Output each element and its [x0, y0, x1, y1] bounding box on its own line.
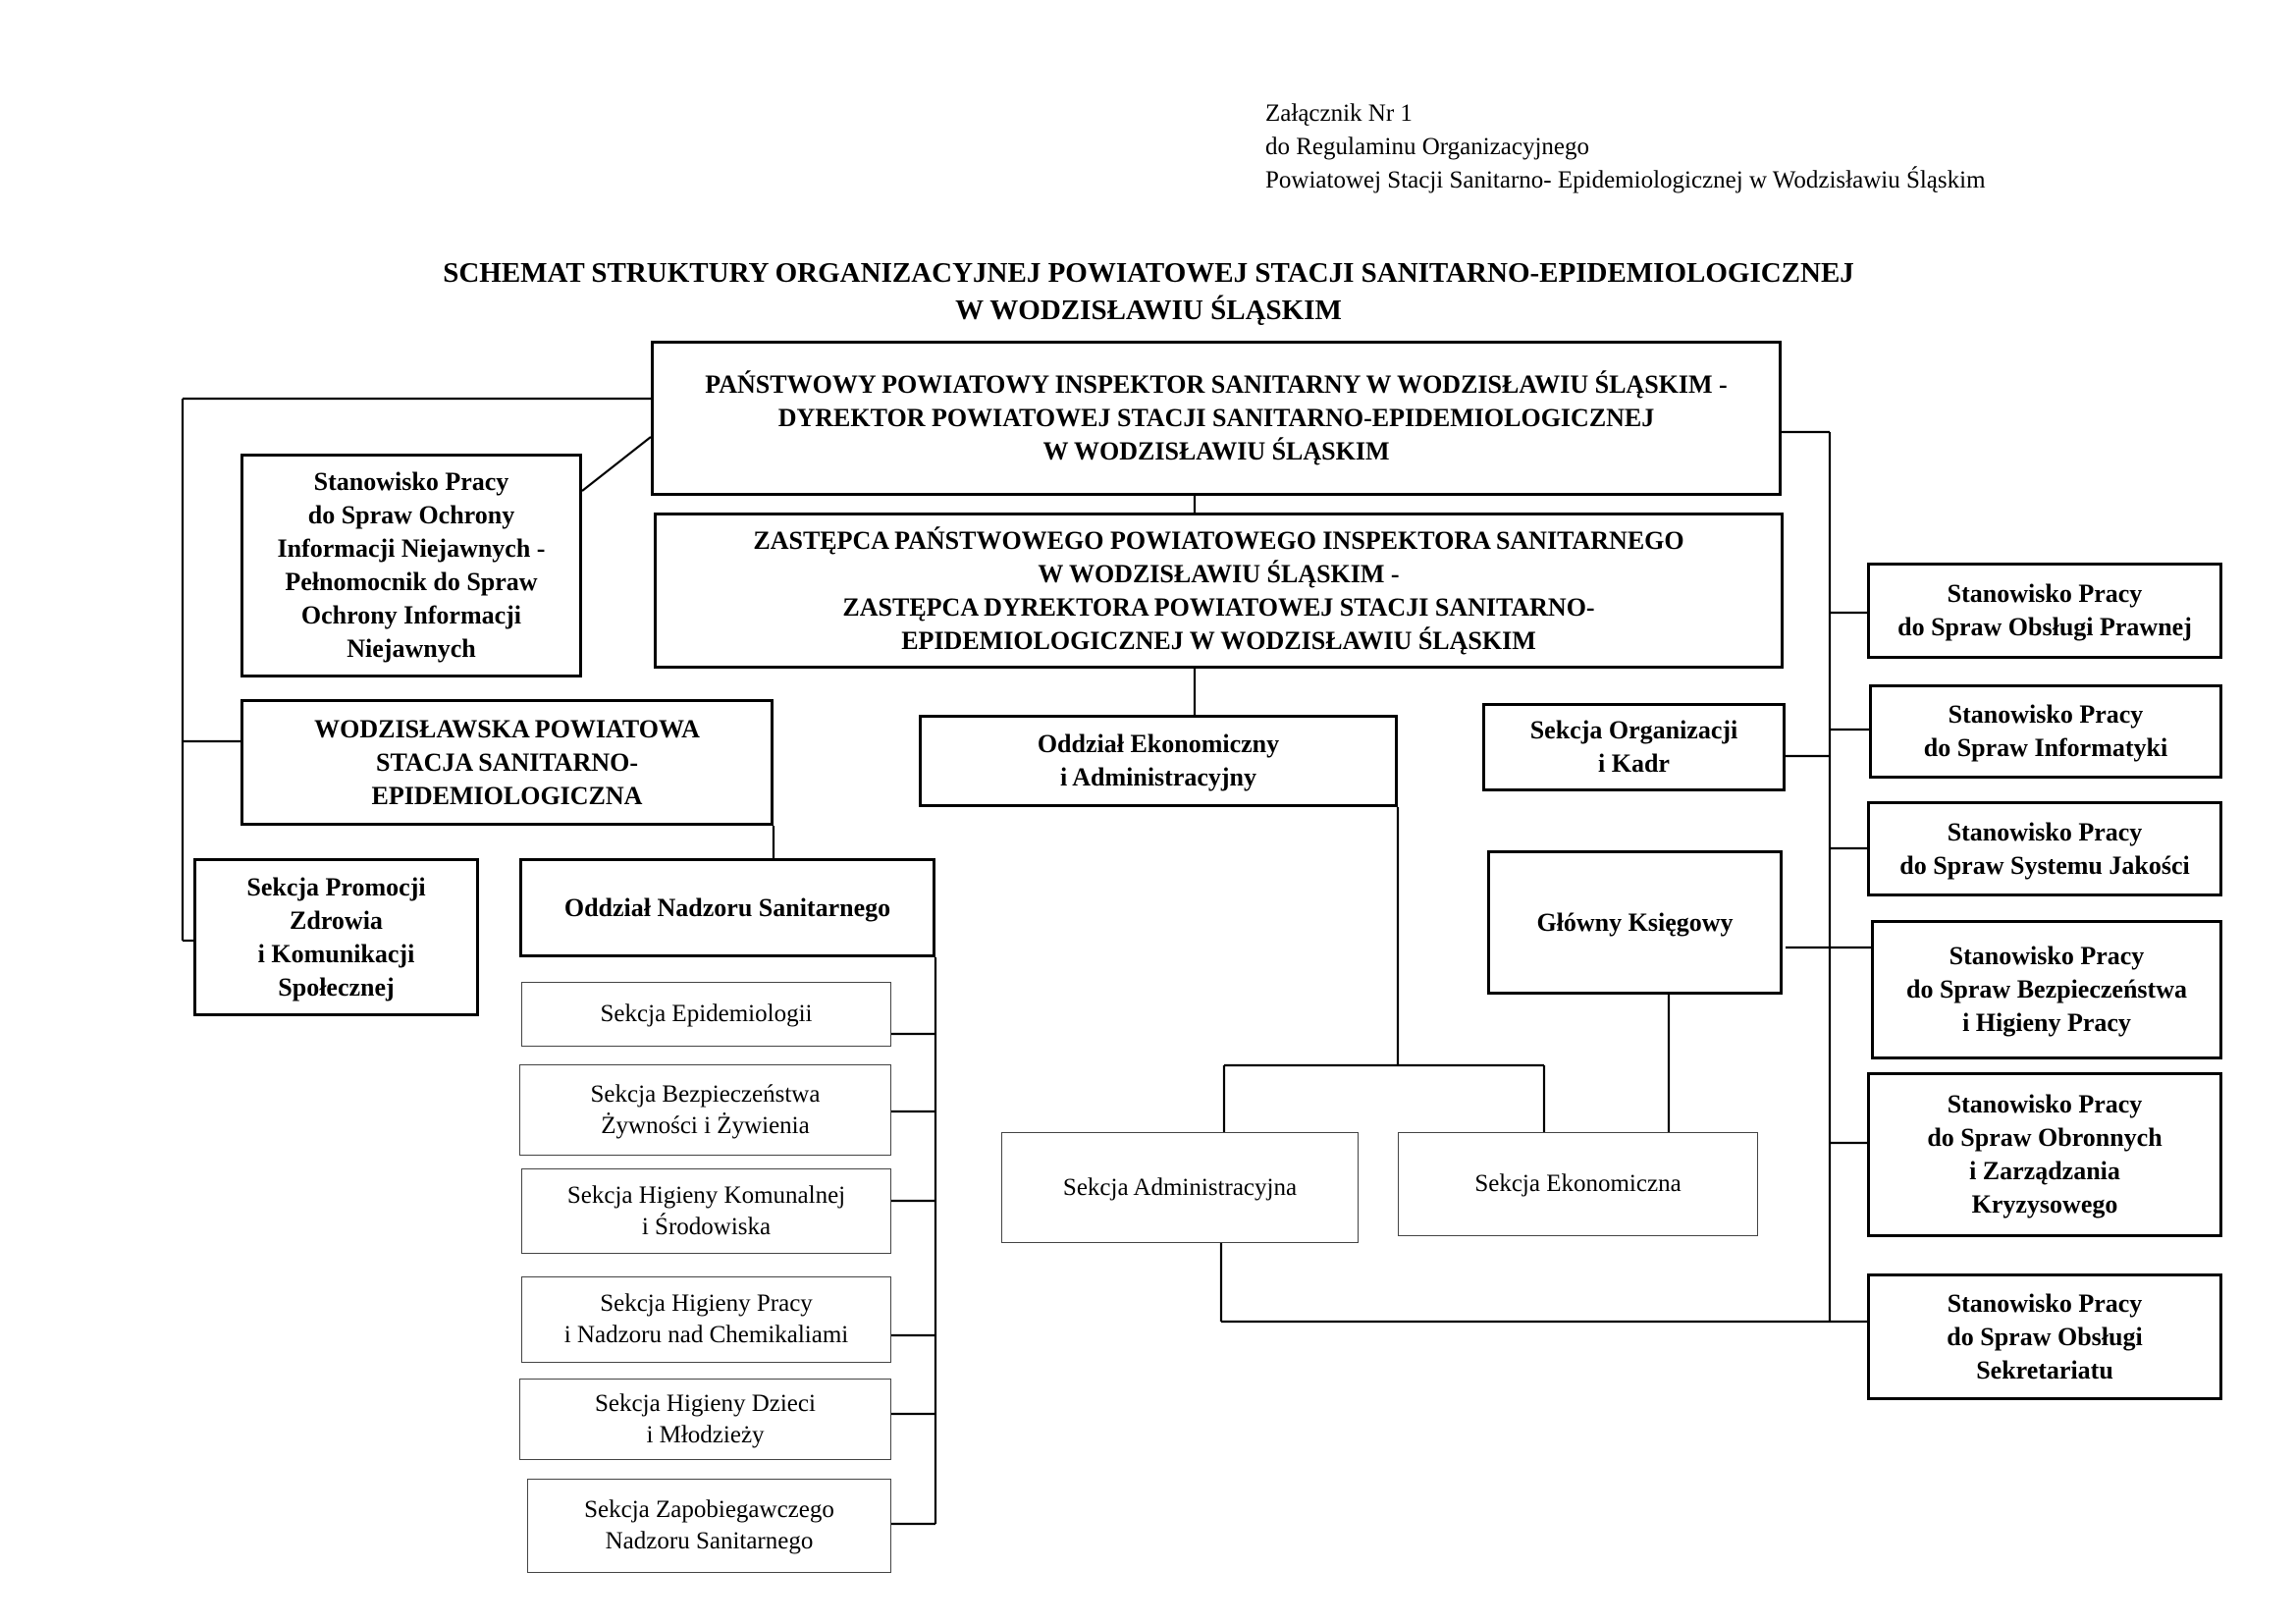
chief-accountant-box: Główny Księgowy — [1487, 850, 1783, 995]
section-child-hygiene: Sekcja Higieny Dzieci i Młodzieży — [519, 1379, 891, 1460]
secretariat-box: Stanowisko Pracy do Spraw Obsługi Sekret… — [1867, 1273, 2222, 1400]
page-subtitle: W WODZISŁAWIU ŚLĄSKIM — [955, 295, 1342, 326]
attachment-note: Załącznik Nr 1 do Regulaminu Organizacyj… — [1265, 97, 1986, 197]
legal-box: Stanowisko Pracy do Spraw Obsługi Prawne… — [1867, 563, 2222, 659]
admin-section-box: Sekcja Administracyjna — [1001, 1132, 1359, 1243]
safety-box: Stanowisko Pracy do Spraw Bezpieczeństwa… — [1871, 920, 2222, 1059]
classified-info-box: Stanowisko Pracy do Spraw Ochrony Inform… — [240, 454, 582, 677]
inspector-box: PAŃSTWOWY POWIATOWY INSPEKTOR SANITARNY … — [651, 341, 1782, 496]
section-food-safety: Sekcja Bezpieczeństwa Żywności i Żywieni… — [519, 1064, 891, 1156]
defense-box: Stanowisko Pracy do Spraw Obronnych i Za… — [1867, 1072, 2222, 1237]
attachment-line-3: Powiatowej Stacji Sanitarno- Epidemiolog… — [1265, 167, 1986, 193]
economic-admin-box: Oddział Ekonomiczny i Administracyjny — [919, 715, 1398, 807]
quality-box: Stanowisko Pracy do Spraw Systemu Jakośc… — [1867, 801, 2222, 896]
sanitary-supervision-box: Oddział Nadzoru Sanitarnego — [519, 858, 935, 957]
economic-section-box: Sekcja Ekonomiczna — [1398, 1132, 1758, 1236]
it-box: Stanowisko Pracy do Spraw Informatyki — [1869, 684, 2222, 779]
deputy-box: ZASTĘPCA PAŃSTWOWEGO POWIATOWEGO INSPEKT… — [654, 513, 1784, 669]
section-communal-hygiene: Sekcja Higieny Komunalnej i Środowiska — [521, 1168, 891, 1254]
attachment-line-2: do Regulaminu Organizacyjnego — [1265, 134, 1590, 160]
wpsse-box: WODZISŁAWSKA POWIATOWA STACJA SANITARNO-… — [240, 699, 774, 826]
page-title: SCHEMAT STRUKTURY ORGANIZACYJNEJ POWIATO… — [443, 257, 1854, 289]
section-epidemiology: Sekcja Epidemiologii — [521, 982, 891, 1047]
section-preventive-supervision: Sekcja Zapobiegawczego Nadzoru Sanitarne… — [527, 1479, 891, 1573]
attachment-line-1: Załącznik Nr 1 — [1265, 100, 1413, 127]
section-occupational-hygiene: Sekcja Higieny Pracy i Nadzoru nad Chemi… — [521, 1276, 891, 1363]
health-promotion-box: Sekcja Promocji Zdrowia i Komunikacji Sp… — [193, 858, 479, 1016]
organization-hr-box: Sekcja Organizacji i Kadr — [1482, 703, 1786, 791]
